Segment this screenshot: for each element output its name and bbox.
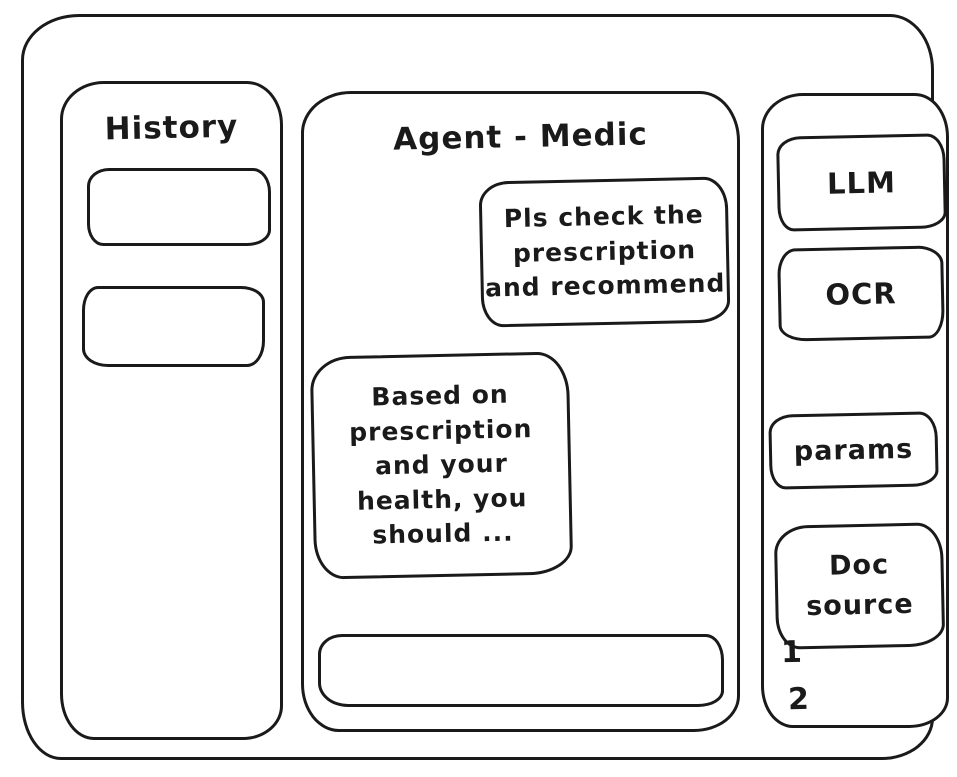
history-item[interactable] — [82, 286, 265, 367]
history-item[interactable] — [87, 168, 271, 246]
ocr-button[interactable]: OCR — [777, 245, 945, 342]
chat-message-input[interactable] — [318, 634, 724, 707]
params-button[interactable]: params — [768, 411, 939, 490]
user-message-bubble: Pls check the prescription and recommend — [478, 176, 731, 328]
chat-panel-title: Agent - Medic — [392, 116, 649, 158]
doc-source-list-item-2[interactable]: 2 — [787, 681, 811, 718]
tools-panel: LLM OCR params Doc source 1 2 — [761, 93, 949, 728]
doc-source-list-item-1[interactable]: 1 — [780, 634, 804, 671]
app-window-frame: History Agent - Medic Pls check the pres… — [21, 14, 949, 760]
chat-panel: Agent - Medic Pls check the prescription… — [301, 91, 740, 732]
llm-button[interactable]: LLM — [776, 133, 947, 232]
history-panel: History — [60, 81, 283, 740]
history-panel-title: History — [104, 108, 239, 148]
doc-source-button[interactable]: Doc source — [773, 522, 946, 650]
agent-message-bubble: Based on prescription and your health, y… — [309, 351, 574, 580]
